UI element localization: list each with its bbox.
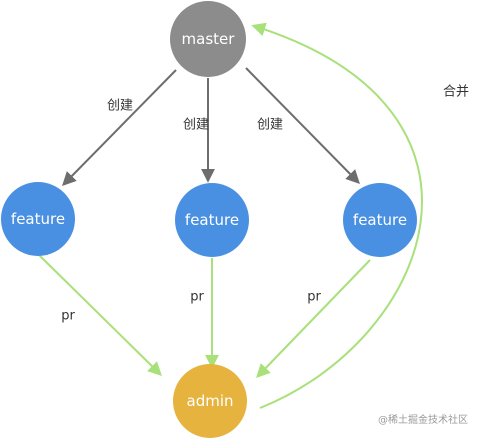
node-feature-left: feature bbox=[1, 182, 75, 256]
watermark: @稀土掘金技术社区 bbox=[378, 415, 468, 426]
edge-label-pr-center: pr bbox=[190, 290, 204, 305]
edge-create-left bbox=[62, 69, 177, 186]
edge-label-merge: 合并 bbox=[443, 85, 469, 100]
node-feature-left-circle bbox=[1, 182, 75, 256]
node-feature-right: feature bbox=[343, 183, 417, 257]
edge-merge bbox=[251, 22, 423, 409]
node-admin-circle bbox=[173, 364, 247, 438]
node-feature-right-circle bbox=[343, 183, 417, 257]
node-admin-label: admin bbox=[187, 392, 234, 410]
edge-label-create-right: 创建 bbox=[257, 118, 283, 133]
edge-label-pr-left: pr bbox=[61, 309, 75, 324]
edge-label-create-center: 创建 bbox=[183, 118, 209, 133]
edge-label-pr-right: pr bbox=[307, 290, 321, 305]
node-feature-center-circle bbox=[175, 183, 249, 257]
node-feature-center-label: feature bbox=[185, 211, 239, 229]
node-master-circle bbox=[170, 1, 246, 77]
node-feature-center: feature bbox=[175, 183, 249, 257]
node-feature-left-label: feature bbox=[11, 210, 65, 228]
edge-create-right bbox=[245, 67, 360, 184]
edge-pr-right bbox=[256, 259, 371, 379]
node-master: master bbox=[170, 1, 246, 77]
node-admin: admin bbox=[173, 364, 247, 438]
node-feature-right-label: feature bbox=[353, 211, 407, 229]
edge-label-create-left: 创建 bbox=[107, 99, 133, 114]
edge-pr-left bbox=[37, 253, 162, 376]
node-master-label: master bbox=[182, 30, 236, 48]
